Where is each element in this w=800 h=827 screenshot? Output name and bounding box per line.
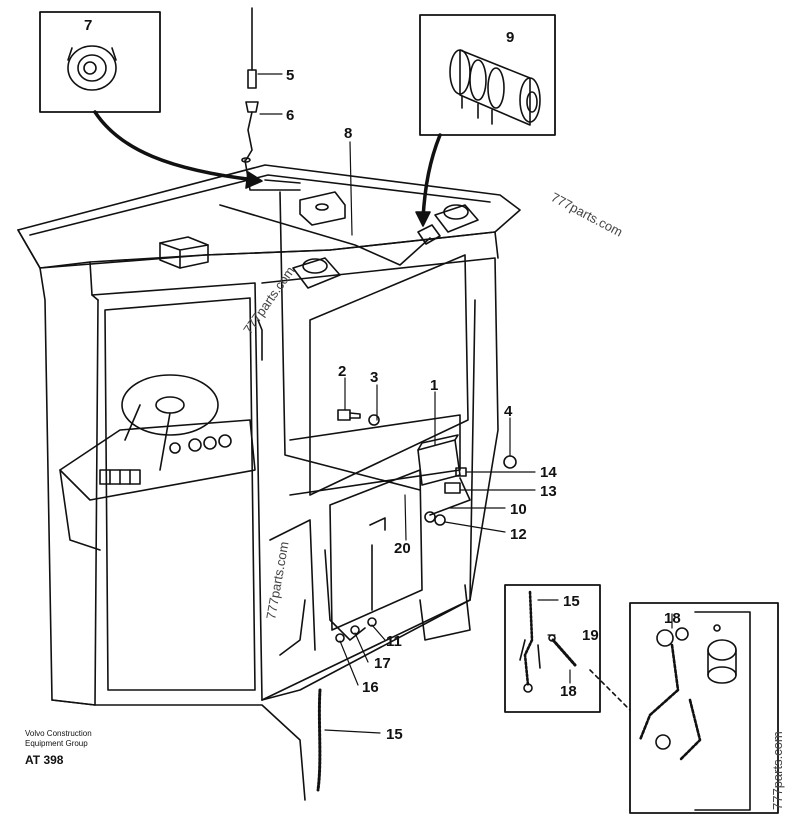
leader-lines [257, 73, 673, 734]
callout-19: 19 [582, 627, 599, 644]
dashboard [59, 419, 256, 551]
company-line-1: Volvo Construction [25, 729, 92, 738]
arrow-9-head [415, 211, 431, 227]
control-unit-1 [417, 434, 461, 486]
drawing-code: AT 398 [25, 753, 64, 767]
cab-body [39, 254, 499, 801]
callout-5: 5 [286, 67, 294, 84]
connector-12 [424, 511, 446, 526]
screw-2 [337, 409, 361, 421]
roof-box [159, 236, 209, 269]
callout-1: 1 [430, 377, 438, 394]
bracket-20 [369, 517, 386, 611]
callout-17: 17 [374, 655, 391, 672]
nut-4 [503, 455, 517, 469]
callout-8: 8 [344, 125, 352, 142]
harness-10 [429, 477, 471, 516]
roof-wire-a [264, 179, 301, 184]
callout-4: 4 [504, 403, 513, 420]
harness-lower-2 [279, 599, 306, 656]
connector-13 [444, 482, 461, 494]
callout-11: 11 [386, 633, 402, 650]
watermark-3: 777parts.com [263, 540, 291, 620]
drawing-footer: Volvo Construction Equipment Group AT 39… [25, 729, 92, 767]
inset-connector-18 [629, 602, 779, 814]
callout-15-main: 15 [386, 726, 403, 743]
harness-15 [316, 688, 322, 792]
connector-14 [455, 467, 467, 477]
pillar-wire [279, 191, 421, 491]
callout-13: 13 [540, 483, 557, 500]
inset-link-line [589, 669, 631, 711]
callout-3: 3 [370, 369, 378, 386]
connector-11 [367, 617, 377, 627]
roof-wire-b [219, 204, 431, 266]
callout-20: 20 [394, 540, 411, 557]
arrow-9 [421, 133, 442, 220]
callout-10: 10 [510, 501, 527, 518]
callout-15-inset: 15 [563, 593, 580, 610]
antenna [241, 7, 259, 163]
roof-wire-antenna [244, 159, 301, 191]
inset-connector-9 [419, 14, 556, 136]
inset-grommet-7 [39, 11, 161, 113]
callout-18-detail: 18 [664, 610, 681, 627]
callout-18-inset: 18 [560, 683, 577, 700]
inset-harness-15 [504, 584, 601, 713]
washer-3 [368, 414, 380, 426]
steering-wheel [121, 374, 219, 471]
relay-8 [299, 191, 346, 226]
callout-2: 2 [338, 363, 346, 380]
arrow-7 [93, 110, 257, 182]
callout-7: 7 [84, 17, 92, 34]
cab-roof [17, 164, 521, 296]
callout-6: 6 [286, 107, 294, 124]
callout-16: 16 [362, 679, 379, 696]
callout-9: 9 [506, 29, 514, 46]
company-line-2: Equipment Group [25, 739, 88, 748]
callout-14: 14 [540, 464, 557, 481]
watermark-2: 777parts.com [240, 264, 297, 337]
connector-9-on-roof [417, 224, 441, 245]
callout-12: 12 [510, 526, 527, 543]
roof-speaker-right [434, 204, 479, 233]
arrow-7-head [245, 171, 263, 189]
roof-speaker-left [292, 257, 341, 289]
side-window [309, 254, 469, 496]
watermark-1: 777parts.com [549, 189, 626, 239]
watermark-4: 777parts.com [770, 731, 785, 810]
